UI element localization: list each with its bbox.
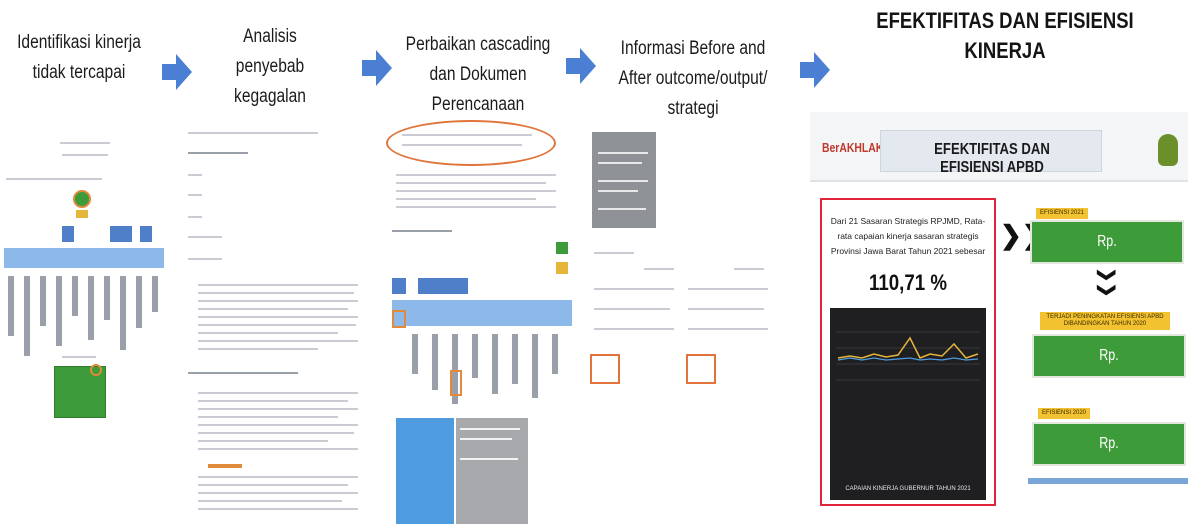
thumbnail-cascading-tree xyxy=(0,128,170,524)
double-chevron-down-icon: ❯❯ xyxy=(1097,267,1118,298)
step-analisis-label: Analisis penyebab kegagalan xyxy=(234,26,306,107)
thumbnail-before-after xyxy=(584,128,780,428)
step-perbaikan: Perbaikan cascading dan Dokumen Perencan… xyxy=(388,30,568,120)
efisiensi-2020-tag: EFISIENSI 2020 xyxy=(1038,408,1091,419)
arrow-right-icon xyxy=(800,52,830,88)
chart-caption: CAPAIAN KINERJA GUBERNUR TAHUN 2021 xyxy=(845,486,971,492)
step-perbaikan-label: Perbaikan cascading dan Dokumen Perencan… xyxy=(405,34,551,115)
province-emblem-icon xyxy=(1158,134,1178,166)
efisiensi-2021-amount: Rp. 1.949.532.229.208,- xyxy=(1051,233,1163,290)
capaian-line-chart xyxy=(836,331,980,381)
step-analisis: Analisis penyebab kegagalan xyxy=(200,22,340,112)
efisiensi-2021-tag: EFISIENSI 2021 xyxy=(1036,208,1089,219)
headline-efektifitas: EFEKTIFITAS DAN EFISIENSI KINERJA xyxy=(876,8,1134,63)
capaian-description: Dari 21 Sasaran Strategis RPJMD, Rata-ra… xyxy=(830,216,986,256)
efisiensi-2021-value: Rp. 1.949.532.229.208,- xyxy=(1030,220,1184,290)
efisiensi-2020-value: Rp. 670.939.099.584,- xyxy=(1032,422,1186,492)
arrow-right-icon xyxy=(162,54,192,90)
panel-header: BerAKHLAK EFEKTIFITAS DAN EFISIENSI APBD xyxy=(810,112,1188,182)
arrow-right-icon xyxy=(362,50,392,86)
step-identifikasi: Identifikasi kinerja tidak tercapai xyxy=(0,28,158,88)
berakhlak-logo: BerAKHLAK xyxy=(822,140,884,155)
capaian-chart: CAPAIAN KINERJA GUBERNUR TAHUN 2021 xyxy=(830,308,986,500)
capaian-card: Dari 21 Sasaran Strategis RPJMD, Rata-ra… xyxy=(820,198,996,506)
panel-title-box: EFEKTIFITAS DAN EFISIENSI APBD xyxy=(880,130,1102,176)
arrow-right-icon xyxy=(566,48,596,84)
efektifitas-apbd-panel: BerAKHLAK EFEKTIFITAS DAN EFISIENSI APBD… xyxy=(810,112,1188,524)
accent-bar xyxy=(1028,478,1188,484)
efisiensi-2020-amount: Rp. 670.939.099.584,- xyxy=(1058,435,1159,492)
thumbnail-perbaikan-cascading xyxy=(382,118,582,524)
step-informasi-label: Informasi Before and After outcome/outpu… xyxy=(618,38,768,119)
step-identifikasi-label: Identifikasi kinerja tidak tercapai xyxy=(17,32,141,83)
thumbnail-analisis-document xyxy=(178,124,368,524)
step-informasi: Informasi Before and After outcome/outpu… xyxy=(598,34,788,124)
capaian-value: 110,71 % xyxy=(869,270,947,295)
peningkatan-efisiensi-tag: TERJADI PENINGKATAN EFISIENSI APBD DIBAN… xyxy=(1040,312,1170,330)
peningkatan-efisiensi-value: Rp. 1.278.593.129.624,- xyxy=(1032,334,1186,404)
peningkatan-efisiensi-amount: Rp. 1.278.593.129.624,- xyxy=(1053,347,1165,404)
panel-title: EFEKTIFITAS DAN EFISIENSI APBD xyxy=(934,141,1050,176)
